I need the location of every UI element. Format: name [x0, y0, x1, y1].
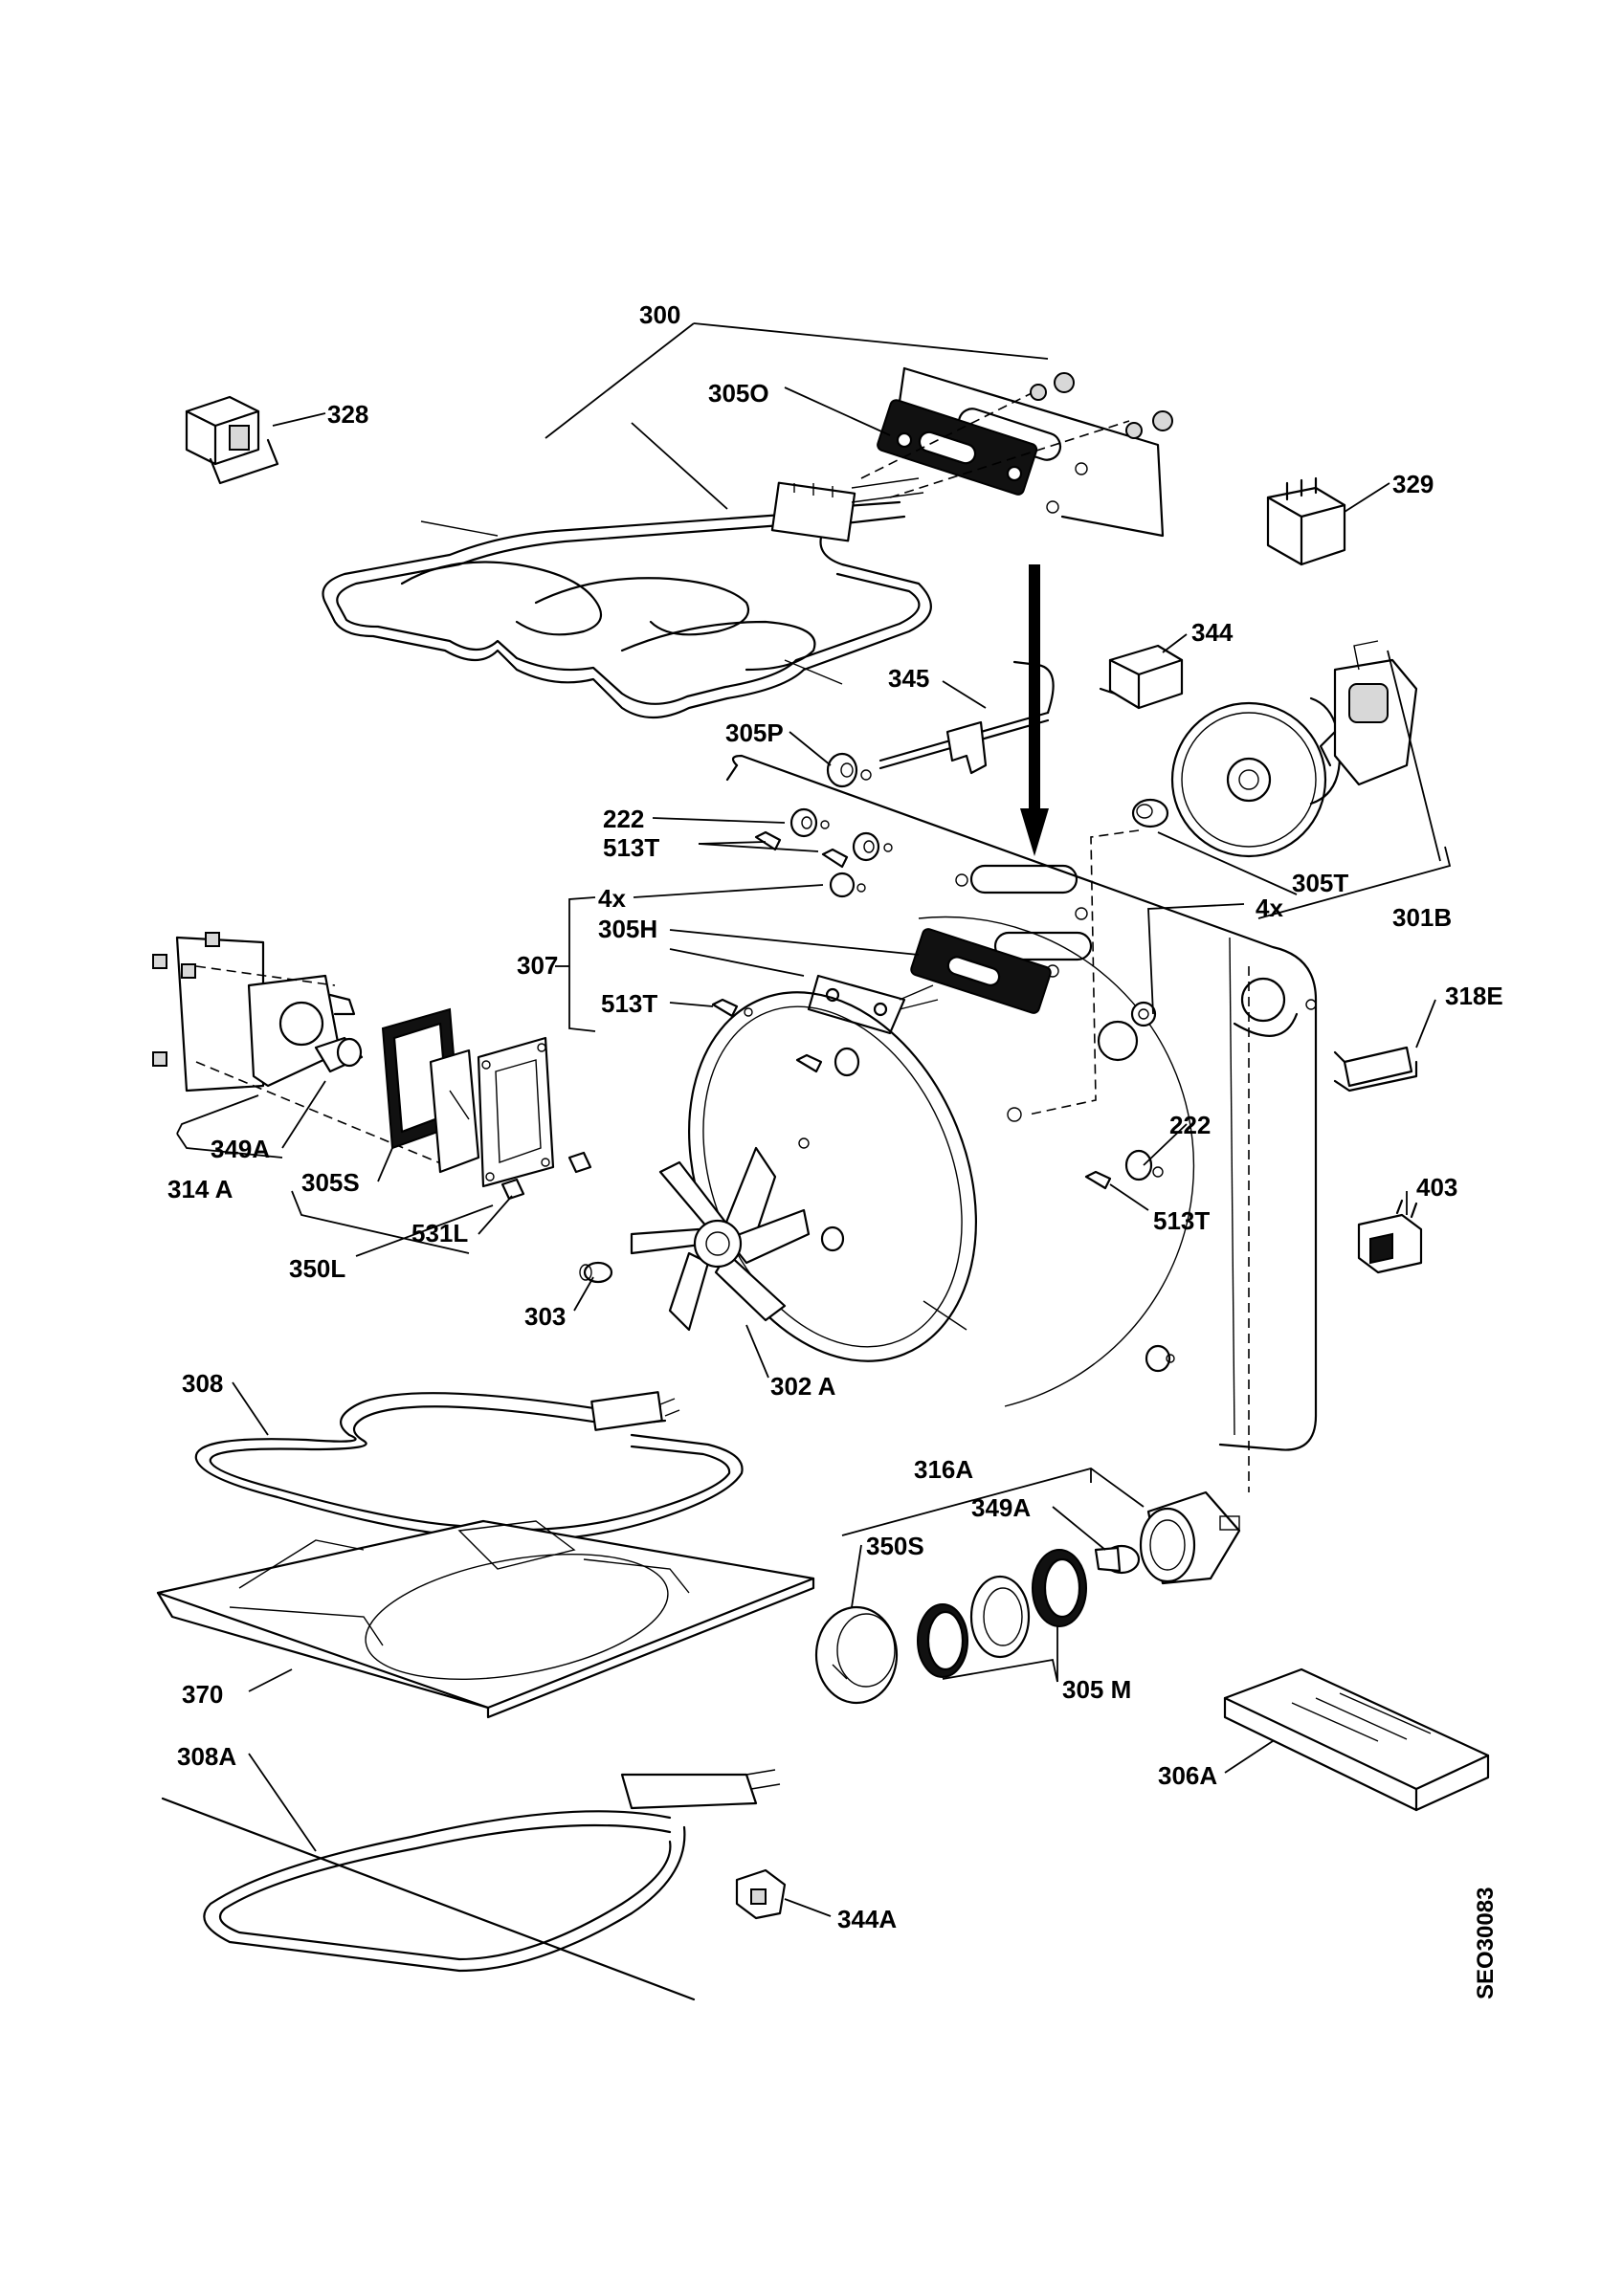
thermostat-344	[1099, 644, 1184, 710]
lamp-cover-350S	[814, 1605, 899, 1705]
label-345: 345	[888, 664, 929, 693]
label-344A: 344A	[837, 1905, 897, 1933]
label-303: 303	[524, 1302, 566, 1331]
bushing-305T	[1131, 798, 1169, 828]
label-305O: 305O	[708, 379, 769, 408]
lamp-seals-305M	[917, 1549, 1087, 1678]
lower-heating-element-308	[194, 1391, 744, 1542]
label-222-top: 222	[603, 805, 644, 833]
bulb-349A	[1094, 1544, 1141, 1575]
label-403: 403	[1416, 1173, 1457, 1202]
label-370: 370	[182, 1680, 223, 1709]
label-308A: 308A	[177, 1742, 236, 1771]
connector-403	[1357, 1199, 1423, 1274]
gasket-305H	[711, 928, 1052, 1035]
part-labels: 300 328 305O 329 344 345 305P 222 513T 4…	[167, 300, 1503, 1933]
label-350L: 350L	[289, 1254, 345, 1283]
label-305T: 305T	[1292, 869, 1348, 897]
resistor-318E	[1333, 1046, 1418, 1093]
label-316A: 316A	[914, 1455, 973, 1484]
label-305M: 305 M	[1062, 1675, 1131, 1704]
label-513T-mid: 513T	[601, 989, 657, 1018]
label-344: 344	[1191, 618, 1234, 647]
element-308A	[161, 1769, 781, 2001]
label-314A: 314 A	[167, 1175, 233, 1203]
label-329: 329	[1392, 470, 1434, 498]
screw-nut-set	[754, 752, 893, 898]
label-4x-left: 4x	[598, 884, 626, 913]
lamp-holder-316A	[1139, 1490, 1241, 1585]
grill-heating-element	[322, 477, 932, 718]
label-222-right: 222	[1169, 1111, 1211, 1139]
grommet-4x	[1130, 1001, 1157, 1027]
label-318E: 318E	[1445, 982, 1503, 1010]
label-302A: 302 A	[770, 1372, 836, 1401]
label-301B: 301B	[1392, 903, 1452, 932]
label-328: 328	[327, 400, 368, 429]
label-531L: 531L	[411, 1219, 468, 1247]
label-305S: 305S	[301, 1168, 360, 1197]
label-350S: 350S	[866, 1532, 924, 1560]
lamp-assembly-314A	[152, 932, 451, 1168]
label-513T-right: 513T	[1153, 1206, 1210, 1235]
relay-329	[1266, 476, 1346, 566]
fan-cover	[688, 991, 1175, 1373]
label-349A-left: 349A	[211, 1135, 270, 1163]
transformer-328	[185, 395, 279, 485]
fan-motor-301B	[1170, 640, 1418, 858]
label-308: 308	[182, 1369, 223, 1398]
lamp-glass-305S	[381, 1007, 592, 1201]
clip-344A	[735, 1868, 787, 1920]
label-305P: 305P	[725, 718, 784, 747]
fan-blade-302A	[630, 1146, 811, 1332]
label-4x-right: 4x	[1256, 894, 1283, 922]
tray-306A	[1223, 1667, 1490, 1812]
base-plate-370	[156, 1519, 815, 1719]
label-306A: 306A	[1158, 1761, 1217, 1790]
probe-345	[878, 660, 1055, 775]
nut-303	[579, 1261, 613, 1284]
assembly-arrow	[1020, 564, 1049, 856]
label-513T-top: 513T	[603, 833, 659, 862]
leader-lines	[176, 322, 1452, 1917]
label-300: 300	[639, 300, 680, 329]
grill-mount-bracket	[860, 366, 1173, 538]
label-307: 307	[517, 951, 558, 980]
diagram-code: SEO30083	[1473, 1888, 1499, 1999]
label-305H: 305H	[598, 915, 657, 943]
label-349A-right: 349A	[971, 1493, 1031, 1522]
